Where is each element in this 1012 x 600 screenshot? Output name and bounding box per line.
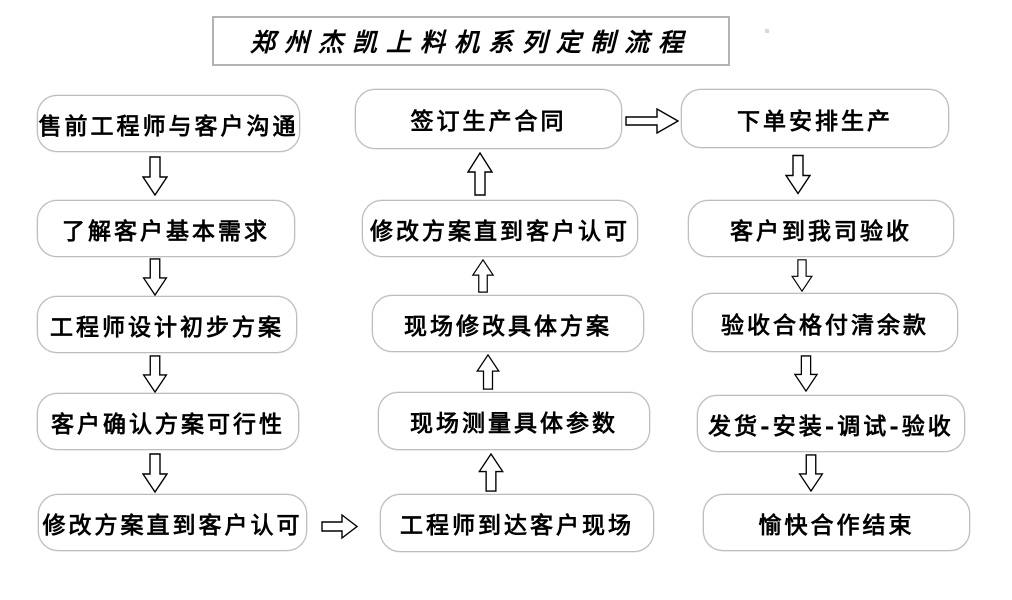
flow-node-label: 签订生产合同 [410, 108, 567, 135]
page-title: 郑州杰凯上料机系列定制流程 [249, 28, 692, 57]
flow-node-revise-plan-until-approved-middle: 修改方案直到客户认可 [362, 200, 638, 257]
flow-node-label: 修改方案直到客户认可 [370, 217, 630, 245]
flow-node-label: 现场修改具体方案 [404, 312, 612, 340]
flow-node-label: 客户确认方案可行性 [51, 410, 285, 438]
flow-node-label: 客户到我司验收 [730, 217, 912, 245]
flow-node-label: 工程师到达客户现场 [400, 512, 634, 539]
flow-node-label: 发货-安装-调试-验收 [708, 412, 954, 440]
flow-node-pay-balance-after-acceptance: 验收合格付清余款 [692, 293, 958, 352]
artifact-dot [765, 29, 769, 33]
flow-node-engineer-designs-plan: 工程师设计初步方案 [37, 296, 297, 353]
arrow-up-icon [470, 259, 496, 293]
flow-node-label: 修改方案直到客户认可 [42, 511, 303, 539]
flow-node-onsite-measure-parameters: 现场测量具体参数 [378, 392, 650, 450]
arrow-up-icon [475, 354, 501, 390]
arrow-right-icon [321, 513, 358, 540]
flow-node-label: 了解客户基本需求 [62, 217, 270, 245]
flow-node-place-order-arrange-production: 下单安排生产 [681, 89, 949, 148]
flow-node-customer-acceptance-at-company: 客户到我司验收 [688, 200, 954, 257]
flow-node-revise-plan-until-approved-left: 修改方案直到客户认可 [38, 494, 307, 551]
flow-node-label: 验收合格付清余款 [721, 311, 929, 339]
flow-node-label: 售前工程师与客户沟通 [38, 112, 299, 140]
flow-node-ship-install-debug-accept: 发货-安装-调试-验收 [697, 395, 965, 452]
arrow-down-icon [785, 153, 811, 196]
flow-node-pleasant-cooperation-ends: 愉快合作结束 [703, 494, 970, 551]
arrow-up-icon [467, 152, 493, 196]
flow-node-label: 现场测量具体参数 [410, 410, 618, 437]
flow-node-engineer-arrives-customer-site: 工程师到达客户现场 [380, 494, 654, 552]
flow-node-onsite-modify-plan: 现场修改具体方案 [372, 295, 644, 352]
flow-node-sign-production-contract: 签订生产合同 [355, 89, 622, 149]
arrow-down-icon [798, 454, 824, 492]
arrow-down-icon [793, 355, 819, 392]
flow-node-understand-customer-needs: 了解客户基本需求 [37, 200, 295, 257]
flow-node-label: 工程师设计初步方案 [50, 313, 284, 341]
flow-node-label: 愉快合作结束 [758, 511, 915, 539]
flow-node-label: 下单安排生产 [737, 107, 893, 135]
title-box: 郑州杰凯上料机系列定制流程 [212, 16, 730, 66]
arrow-down-icon [789, 259, 815, 292]
arrow-down-icon [142, 258, 168, 296]
arrow-down-icon [142, 453, 168, 493]
arrow-right-icon [625, 108, 679, 134]
flow-node-presales-communication: 售前工程师与客户沟通 [37, 95, 300, 152]
arrow-up-icon [478, 453, 504, 492]
arrow-down-icon [142, 355, 168, 393]
flow-node-customer-confirms-feasibility: 客户确认方案可行性 [37, 393, 299, 450]
arrow-down-icon [142, 156, 168, 196]
